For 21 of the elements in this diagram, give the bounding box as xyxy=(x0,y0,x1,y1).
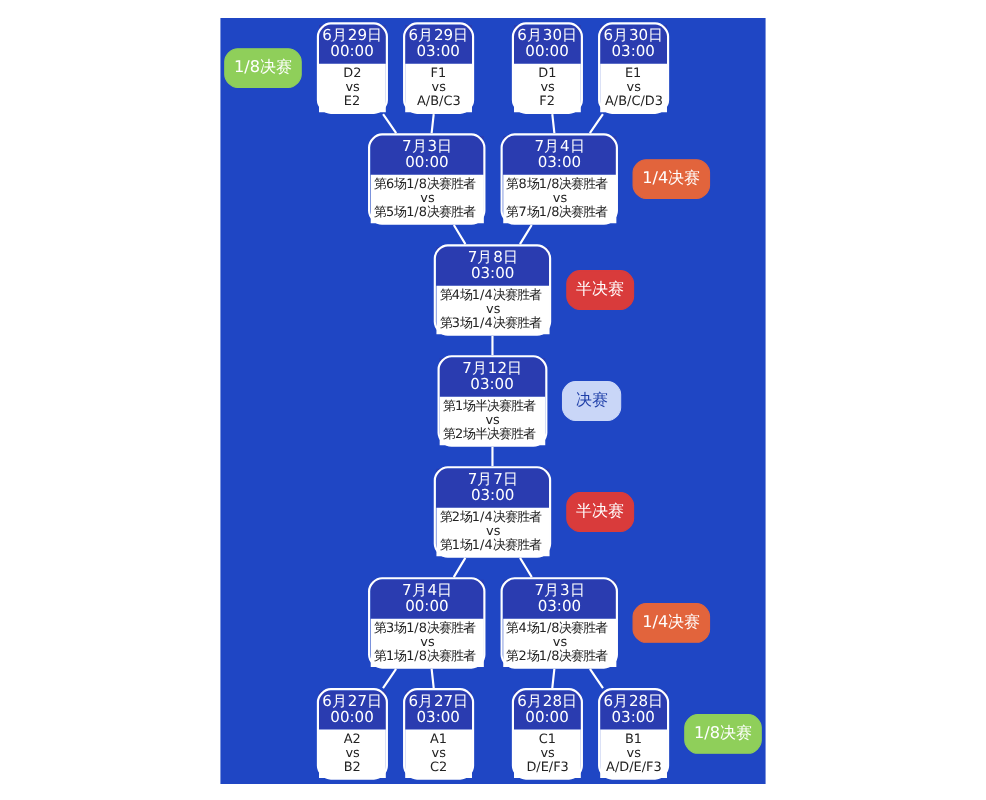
connector xyxy=(551,667,556,688)
node-box: 1/8决赛 xyxy=(684,712,762,753)
connector xyxy=(588,112,604,133)
connector xyxy=(430,112,435,133)
node-box: 1/4决赛 xyxy=(632,158,711,198)
connector xyxy=(491,335,494,355)
connector xyxy=(430,667,435,688)
connector xyxy=(452,556,467,577)
node-box: 决赛 xyxy=(561,380,622,420)
node-box: 1/8决赛 xyxy=(224,47,302,88)
connector xyxy=(452,223,467,244)
connector xyxy=(519,556,533,577)
connector xyxy=(551,112,556,133)
connector xyxy=(382,112,398,133)
connector xyxy=(519,223,533,244)
connector xyxy=(589,667,604,688)
node-box: 半决赛 xyxy=(566,269,635,309)
node-box: 1/4决赛 xyxy=(632,602,711,642)
connector xyxy=(491,445,494,466)
connector xyxy=(382,667,397,688)
node-box: 半决赛 xyxy=(566,491,635,531)
